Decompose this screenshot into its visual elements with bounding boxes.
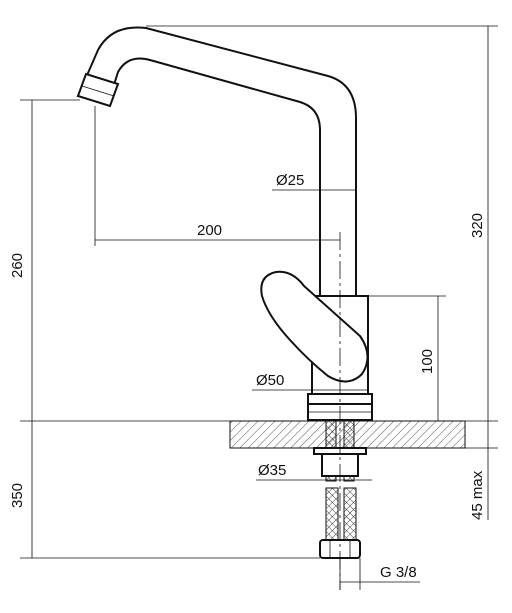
dimension-labels: Ø25 200 260 320 100 Ø50 Ø35 350 45 max G… bbox=[9, 172, 486, 581]
label-reach: 200 bbox=[197, 222, 222, 239]
label-max-deck-thickness: 45 max bbox=[469, 470, 486, 520]
faucet-body bbox=[76, 26, 373, 421]
countertop bbox=[20, 420, 498, 449]
label-shank-diameter: Ø35 bbox=[258, 462, 286, 479]
braided-hose-right bbox=[343, 487, 357, 541]
label-thread: G 3/8 bbox=[380, 564, 417, 581]
label-spout-height: 260 bbox=[9, 253, 26, 278]
braided-hose-left bbox=[325, 487, 339, 541]
label-body-diameter: Ø50 bbox=[256, 372, 284, 389]
label-spout-diameter: Ø25 bbox=[276, 172, 304, 189]
label-below-deck: 350 bbox=[9, 483, 26, 508]
label-handle-height: 100 bbox=[419, 349, 436, 374]
dimension-lines bbox=[20, 25, 498, 590]
lever-handle bbox=[260, 270, 369, 383]
spout-nozzle bbox=[76, 72, 120, 108]
label-total-height: 320 bbox=[469, 213, 486, 238]
spout-tube bbox=[76, 26, 357, 297]
